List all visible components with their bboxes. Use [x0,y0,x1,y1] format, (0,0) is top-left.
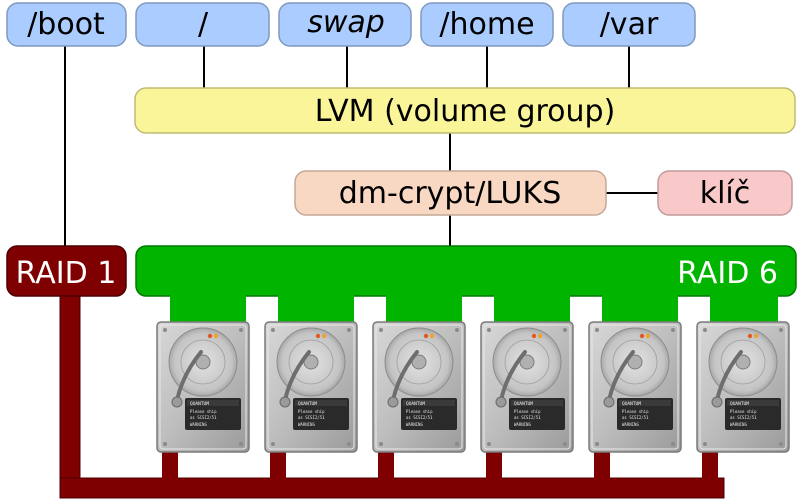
raid6-array: RAID 6 [135,245,797,325]
mount-swap: swap [278,2,412,47]
disk-line3: WARNING [730,422,747,427]
hard-disk-3: QUANTUM Please ship as SCSI2/51 WARNING [371,320,467,454]
hard-disk-icon [155,320,251,454]
disk-line2: as SCSI2/51 [730,415,757,420]
disk-line1: Please ship [622,409,649,414]
hard-disk-icon [371,320,467,454]
mount-home: /home [420,2,554,47]
disk-line3: WARNING [622,422,639,427]
mount-home-label: /home [439,7,534,42]
mount-boot-label: /boot [27,7,105,42]
disk-line3: WARNING [190,422,207,427]
disk-line2: as SCSI2/51 [406,415,433,420]
lvm-label: LVM (volume group) [315,94,616,129]
disk-brand: QUANTUM [730,401,749,407]
disk-brand: QUANTUM [406,401,425,407]
disk-line1: Please ship [190,409,217,414]
mount-var: /var [562,2,696,47]
hard-disk-icon [479,320,575,454]
disk-line1: Please ship [730,409,757,414]
key-box: klíč [657,170,793,216]
disk-line2: as SCSI2/51 [190,415,217,420]
disk-brand: QUANTUM [298,401,317,407]
hard-disk-icon [695,320,791,454]
mount-var-label: /var [600,7,659,42]
raid1-bus [59,289,725,499]
raid6-label: RAID 6 [677,256,778,291]
disk-line3: WARNING [406,422,423,427]
connector-lines [64,44,659,246]
disk-line3: WARNING [514,422,531,427]
hard-disk-5: QUANTUM Please ship as SCSI2/51 WARNING [587,320,683,454]
hard-disk-4: QUANTUM Please ship as SCSI2/51 WARNING [479,320,575,454]
disk-brand: QUANTUM [190,401,209,407]
hard-disk-icon [587,320,683,454]
crypt-layer: dm-crypt/LUKS [294,170,607,216]
lvm-volume-group: LVM (volume group) [134,87,796,134]
hard-disk-1: QUANTUM Please ship as SCSI2/51 WARNING [155,320,251,454]
disk-line1: Please ship [514,409,541,414]
disk-line2: as SCSI2/51 [514,415,541,420]
hard-disk-6: QUANTUM Please ship as SCSI2/51 WARNING [695,320,791,454]
disk-brand: QUANTUM [514,401,533,407]
disk-line3: WARNING [298,422,315,427]
disk-line2: as SCSI2/51 [298,415,325,420]
disk-line1: Please ship [298,409,325,414]
mount-root-label: / [198,7,209,42]
crypt-label: dm-crypt/LUKS [339,176,561,211]
key-label: klíč [700,176,751,211]
raid1-label: RAID 1 [16,256,117,291]
mount-swap-label: swap [307,5,385,40]
raid1-array: RAID 1 [6,245,127,297]
mount-root: / [135,2,270,47]
mount-boot: /boot [6,2,127,47]
disk-line1: Please ship [406,409,433,414]
disk-line2: as SCSI2/51 [622,415,649,420]
disk-brand: QUANTUM [622,401,641,407]
hard-disk-icon [263,320,359,454]
hard-disk-2: QUANTUM Please ship as SCSI2/51 WARNING [263,320,359,454]
